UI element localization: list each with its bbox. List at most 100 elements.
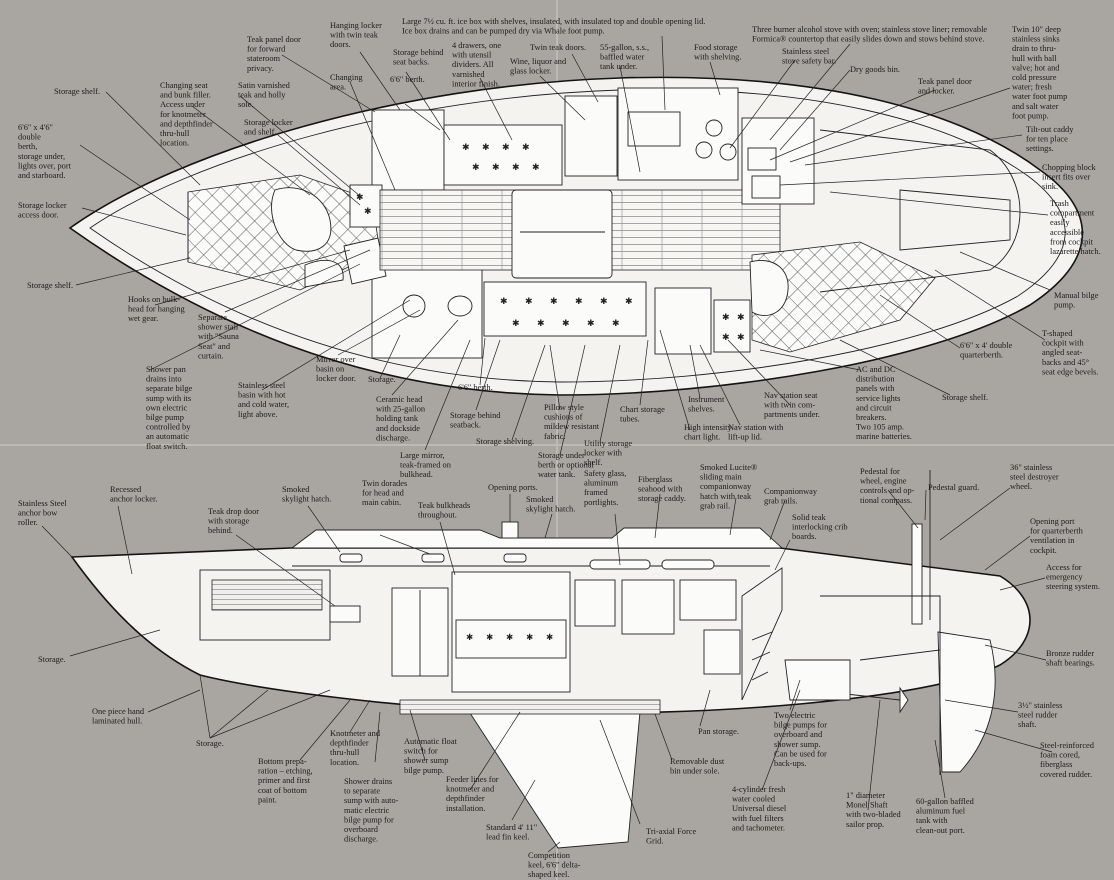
label-line: sink. (1042, 182, 1058, 191)
label-storage-shelving: Storage shelving. (476, 437, 534, 446)
label-line: foam cored, (1040, 751, 1080, 760)
label-line: location. (160, 139, 189, 148)
svg-text:✱: ✱ (356, 193, 364, 203)
label-line: Smoked (526, 495, 554, 504)
svg-text:✱: ✱ (612, 319, 620, 329)
label-line: Pan storage. (698, 727, 739, 736)
label-line: shelf. (584, 458, 602, 467)
svg-text:✱: ✱ (625, 297, 633, 307)
label-line: compartment (1050, 209, 1095, 218)
label-line: Formica® countertop that easily slides d… (752, 35, 984, 44)
label-line: water cooled (732, 795, 776, 804)
label-line: Stainless Steel (18, 499, 67, 508)
label-line: bulkhead. (400, 470, 433, 479)
label-line: Storage under (538, 451, 585, 460)
label-line: Opening port (1030, 517, 1075, 526)
label-line: drains into (146, 375, 182, 384)
label-line: Twin dorades (362, 479, 407, 488)
svg-text:✱: ✱ (532, 163, 540, 173)
label-line: Teak panel door (918, 77, 972, 86)
label-line: mildew resistant (544, 422, 600, 431)
label-line: with utensil (452, 51, 492, 60)
label-line: access door. (18, 211, 58, 220)
label-line: with storage (208, 517, 249, 526)
portlight-2 (661, 559, 715, 570)
label-line: roller. (18, 518, 38, 527)
label-line: panels with (856, 384, 895, 393)
port-main (421, 553, 445, 563)
label-opening-ports: Opening ports. (488, 483, 538, 492)
label-line: with two-bladed (846, 810, 901, 819)
basin (402, 294, 426, 318)
svg-text:✱: ✱ (526, 633, 533, 643)
label-line: steering system. (1046, 582, 1100, 591)
label-line: partments under. (764, 410, 820, 419)
label-line: emergency (1046, 573, 1083, 582)
label-line: Monel Shaft (846, 801, 888, 810)
label-line: lazarette hatch. (1050, 247, 1101, 256)
label-line: stateroom (247, 54, 281, 63)
label-line: and locker. (918, 87, 955, 96)
label-line: shower sump. (774, 740, 821, 749)
label-line: Two 105 amp. (856, 423, 904, 432)
label-line: 60-gallon baffled (916, 797, 975, 806)
label-line: baffled water (600, 53, 644, 62)
label-line: varnished (452, 70, 485, 79)
label-line: shower stall (198, 323, 239, 332)
label-line: stove safety bar. (782, 57, 836, 66)
port-forward (339, 553, 363, 563)
svg-text:✱: ✱ (462, 143, 470, 153)
label-line: distribution (856, 375, 895, 384)
label-line: with fuel filters (732, 814, 784, 823)
label-line: discharge. (376, 433, 410, 442)
label-line: double (18, 133, 41, 142)
label-line: shelves. (688, 405, 715, 414)
svg-text:✱: ✱ (512, 163, 520, 173)
label-line: Wine, liquor and (510, 57, 567, 66)
label-line: teak and holly (238, 91, 286, 100)
label-line: grab rails. (764, 497, 798, 506)
label-line: for knotmeter (160, 110, 206, 119)
label-line: with twin com- (764, 401, 815, 410)
salon-table (511, 189, 613, 279)
label-stove: Three burner alcohol stove with oven; st… (752, 25, 987, 44)
label-line: throughout. (418, 511, 457, 520)
label-line: fabric. (544, 432, 566, 441)
svg-text:✱: ✱ (587, 319, 595, 329)
anchor-locker-drop-door (329, 605, 361, 623)
svg-text:✱: ✱ (506, 633, 513, 643)
label-line: insert fits over (1042, 173, 1091, 182)
label-line: Ice box drains and can be pumped dry via… (402, 27, 605, 36)
label-line: skylight hatch. (282, 495, 331, 504)
label-line: breakers. (856, 413, 886, 422)
label-line: own electric (146, 403, 187, 412)
label-line: location. (330, 758, 359, 767)
dorade-vent (501, 521, 519, 539)
label-line: laminated hull. (92, 717, 142, 726)
label-line: discharge. (344, 835, 378, 844)
salon-settee-profile (455, 619, 567, 659)
label-line: wheel, engine (860, 477, 907, 486)
label-line: area. (330, 83, 346, 92)
